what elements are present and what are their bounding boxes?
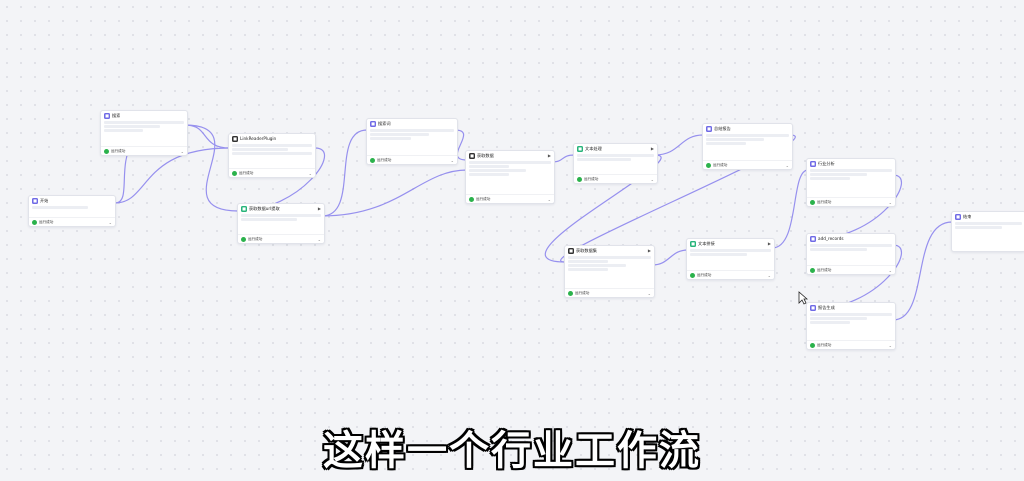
node-linkreader[interactable]: ■LinkReaderPlugin 运行成功⌄ xyxy=(228,133,316,178)
success-icon xyxy=(370,157,375,163)
chevron-down-icon[interactable]: ⌄ xyxy=(317,236,321,242)
chevron-down-icon[interactable]: ⌄ xyxy=(888,199,892,205)
chevron-down-icon[interactable]: ⌄ xyxy=(180,148,184,154)
node-industry-analysis[interactable]: ■行业分析 运行成功⌄ xyxy=(806,158,896,207)
code-icon: ■ xyxy=(241,205,247,212)
node-title: 搜索 xyxy=(112,112,121,118)
chevron-down-icon[interactable]: ⌄ xyxy=(108,219,112,225)
success-icon xyxy=(577,176,582,182)
run-icon[interactable]: ▶ xyxy=(767,241,771,246)
node-title: 文本处理 xyxy=(585,145,602,151)
success-icon xyxy=(241,236,246,242)
chevron-down-icon[interactable]: ⌄ xyxy=(647,290,651,296)
success-icon xyxy=(690,272,695,278)
run-icon[interactable]: ▶ xyxy=(647,248,651,253)
plugin-icon: ■ xyxy=(568,247,574,254)
node-fetch-data[interactable]: ■获取数据▶ 运行成功⌄ xyxy=(465,150,555,204)
plugin-icon: ■ xyxy=(370,120,376,127)
success-icon xyxy=(104,148,109,154)
plugin-icon: ■ xyxy=(104,112,110,119)
chevron-down-icon[interactable]: ⌄ xyxy=(547,196,551,202)
mouse-cursor-icon xyxy=(798,291,808,305)
node-title: 报告生成 xyxy=(818,304,835,310)
success-icon xyxy=(810,267,815,273)
success-icon xyxy=(568,290,573,296)
plugin-icon: ■ xyxy=(810,235,816,242)
node-title: 搜索词 xyxy=(378,120,391,126)
node-start[interactable]: ■开始 运行成功⌄ xyxy=(28,195,116,227)
node-title: 结束 xyxy=(963,213,972,219)
node-report[interactable]: ■报告生成 运行成功⌄ xyxy=(806,302,896,350)
plugin-icon: ■ xyxy=(469,152,475,159)
run-icon[interactable]: ▶ xyxy=(547,153,551,158)
success-icon xyxy=(810,199,815,205)
plugin-icon: ■ xyxy=(810,160,816,167)
node-title: 获取数据url提取 xyxy=(249,205,280,211)
node-title: 行业分析 xyxy=(818,160,835,166)
node-search-word[interactable]: ■搜索词 运行成功⌄ xyxy=(366,118,458,165)
node-fetch-dataset[interactable]: ■获取数据集▶ 运行成功⌄ xyxy=(564,245,655,298)
success-icon xyxy=(469,196,474,202)
node-title: LinkReaderPlugin xyxy=(240,136,277,141)
chevron-down-icon[interactable]: ⌄ xyxy=(785,162,789,168)
start-icon: ■ xyxy=(32,197,38,204)
end-icon: ■ xyxy=(955,213,961,220)
chevron-down-icon[interactable]: ⌄ xyxy=(888,267,892,273)
chevron-down-icon[interactable]: ⌄ xyxy=(450,157,454,163)
code-icon: ■ xyxy=(577,145,583,152)
node-add-records[interactable]: ■add_records 运行成功⌄ xyxy=(806,233,896,275)
node-title: 获取数据 xyxy=(477,152,494,158)
run-icon[interactable]: ▶ xyxy=(317,206,321,211)
success-icon xyxy=(706,162,711,168)
node-title: 文本拼接 xyxy=(698,240,715,246)
plugin-icon: ■ xyxy=(706,125,712,132)
node-end[interactable]: ■结束 xyxy=(951,211,1024,252)
success-icon xyxy=(810,342,815,348)
plugin-icon: ■ xyxy=(810,304,816,311)
chevron-down-icon[interactable]: ⌄ xyxy=(767,272,771,278)
code-icon: ■ xyxy=(690,240,696,247)
video-subtitle: 这样一个行业工作流 xyxy=(323,428,701,474)
node-url-extract[interactable]: ■获取数据url提取▶ 运行成功⌄ xyxy=(237,203,325,244)
run-icon[interactable]: ▶ xyxy=(650,146,654,151)
chevron-down-icon[interactable]: ⌄ xyxy=(888,342,892,348)
chevron-down-icon[interactable]: ⌄ xyxy=(308,170,312,176)
node-title: 获取数据集 xyxy=(576,247,597,253)
success-icon xyxy=(32,219,37,225)
node-title: 开始 xyxy=(40,197,49,203)
node-search[interactable]: ■搜索 运行成功⌄ xyxy=(100,110,188,156)
node-summary[interactable]: ■总结报告 运行成功⌄ xyxy=(702,123,793,170)
plugin-icon: ■ xyxy=(232,135,238,142)
success-icon xyxy=(232,170,237,176)
chevron-down-icon[interactable]: ⌄ xyxy=(650,176,654,182)
node-title: add_records xyxy=(818,236,844,241)
node-title: 总结报告 xyxy=(714,125,731,131)
node-text-process[interactable]: ■文本处理▶ 运行成功⌄ xyxy=(573,143,658,184)
node-text-join[interactable]: ■文本拼接▶ 运行成功⌄ xyxy=(686,238,775,280)
